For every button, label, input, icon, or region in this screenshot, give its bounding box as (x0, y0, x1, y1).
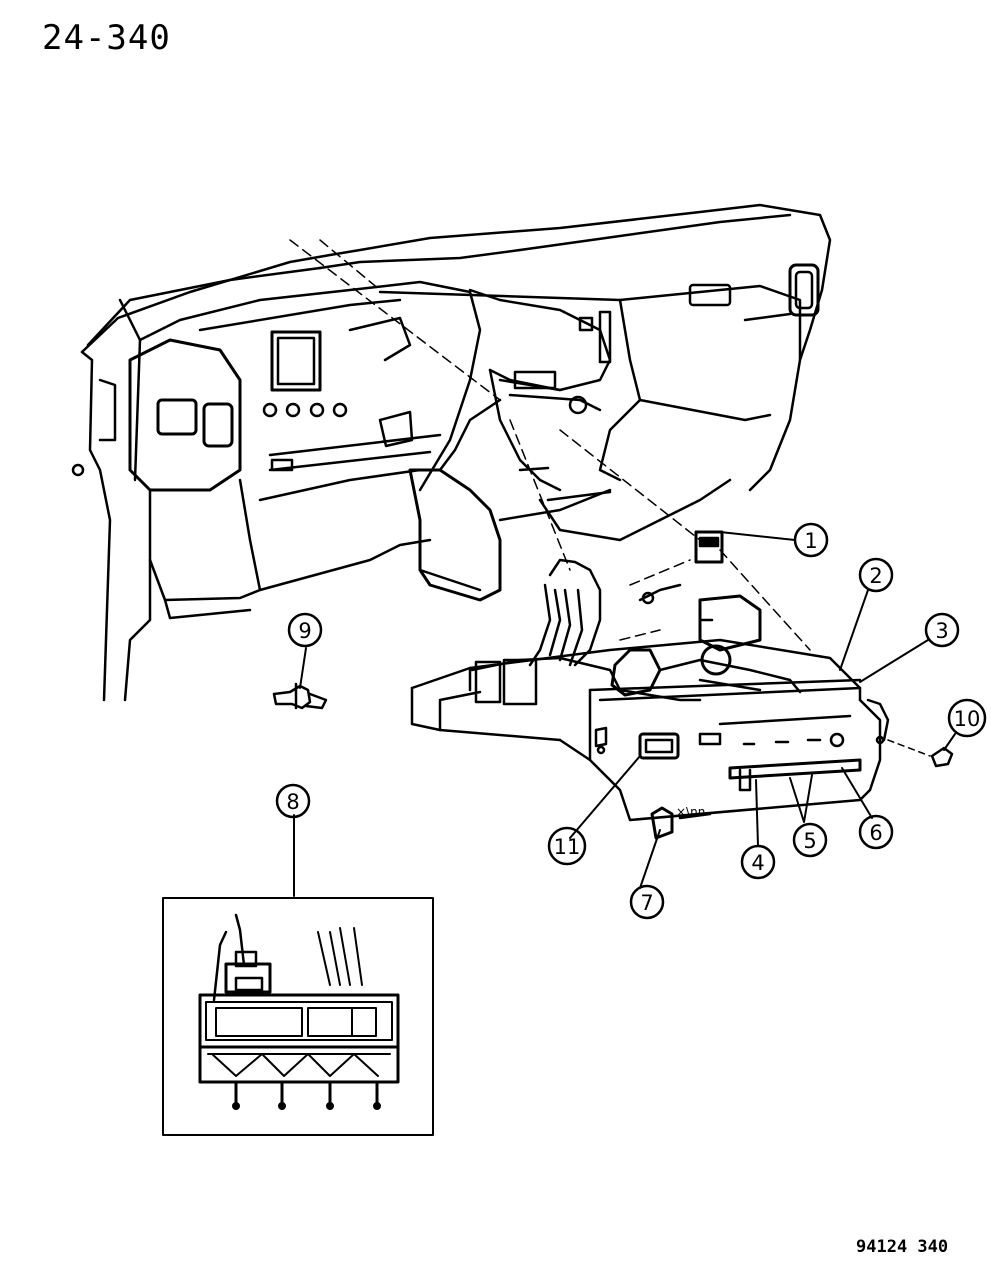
callout-7: 7 (629, 884, 665, 920)
callout-4-label: 4 (751, 851, 764, 875)
callout-5-label: 5 (803, 829, 816, 853)
callout-8-label: 8 (286, 790, 299, 814)
mode-knob-marking: ×\nn (676, 805, 705, 819)
callout-5: 5 (792, 822, 828, 858)
callout-1: 1 (793, 522, 829, 558)
callout-9: 9 (287, 612, 323, 648)
callout-2: 2 (858, 557, 894, 593)
callout-11: 11 (547, 826, 587, 866)
callout-4: 4 (740, 844, 776, 880)
wiring-harness (528, 530, 724, 667)
bulb-part (272, 682, 328, 710)
callout-10: 10 (947, 698, 987, 738)
figure-code: 94124 340 (856, 1237, 949, 1257)
callout-3-label: 3 (935, 619, 948, 643)
instrument-panel (71, 203, 832, 702)
callout-6-label: 6 (869, 821, 882, 845)
callout-9-label: 9 (298, 619, 311, 643)
detail-inset (162, 897, 434, 1136)
callout-leaders (293, 531, 956, 897)
callout-1-label: 1 (804, 529, 817, 553)
callout-3: 3 (924, 612, 960, 648)
callout-8: 8 (275, 783, 311, 819)
callout-6: 6 (858, 814, 894, 850)
page-number: 24-340 (42, 18, 171, 58)
callout-2-label: 2 (869, 564, 882, 588)
callout-10-label: 10 (954, 707, 981, 731)
screw-part (887, 739, 954, 768)
callout-7-label: 7 (640, 891, 653, 915)
ac-heater-control: ×\nn (410, 594, 890, 840)
callout-11-label: 11 (554, 835, 581, 859)
